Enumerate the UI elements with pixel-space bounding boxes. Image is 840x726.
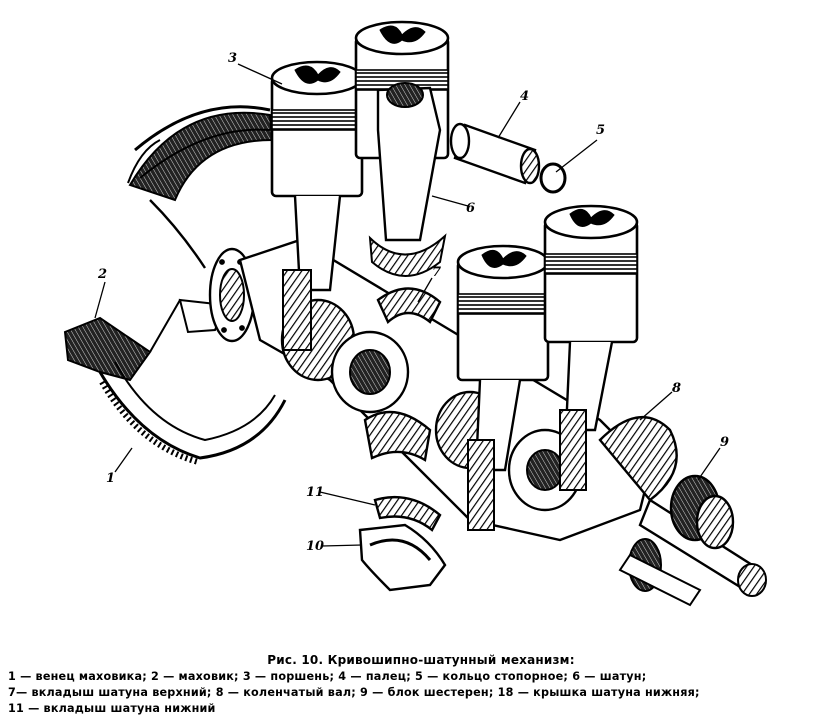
piston-upper-left <box>270 60 364 351</box>
legend-item: 1 — венец маховика; <box>8 670 147 683</box>
lock-ring <box>539 162 567 194</box>
callout-9: 9 <box>720 435 729 450</box>
callout-4: 4 <box>520 89 529 104</box>
legend-item: 5 — кольцо стопорное; <box>415 670 569 683</box>
callout-8: 8 <box>672 381 681 396</box>
piston-lower-right <box>543 204 639 491</box>
lower-bearing-shell <box>373 496 442 532</box>
caption-legend: 1 — венец маховика; 2 — маховик; 3 — пор… <box>8 669 834 717</box>
legend-item: 3 — поршень; <box>242 670 335 683</box>
callout-1: 1 <box>106 471 115 486</box>
legend-item: 18 — крышка шатуна нижняя; <box>497 686 700 699</box>
figure-caption: Рис. 10. Кривошипно-шатунный механизм: 1… <box>8 652 834 717</box>
piston-upper-right <box>354 20 450 277</box>
piston-lower-center <box>456 244 550 531</box>
callout-5: 5 <box>596 123 605 138</box>
legend-item: 4 — палец; <box>338 670 411 683</box>
lower-rod-cap <box>358 410 447 592</box>
legend-item: 9 — блок шестерен; <box>360 686 494 699</box>
legend-item: 2 — маховик; <box>150 670 239 683</box>
piston-pin <box>449 122 541 185</box>
gear-block <box>618 474 767 607</box>
leader-lines <box>94 63 721 547</box>
callout-10: 10 <box>306 539 324 554</box>
callout-11: 11 <box>306 485 324 500</box>
legend-item: 8 — коленчатый вал; <box>215 686 356 699</box>
callout-7: 7 <box>432 265 441 280</box>
caption-title: Рис. 10. Кривошипно-шатунный механизм: <box>267 653 575 667</box>
legend-item: 6 — шатун; <box>572 670 647 683</box>
crank-mechanism-illustration: 3 4 5 6 7 8 9 2 1 11 10 <box>63 20 767 607</box>
callout-3: 3 <box>228 51 237 66</box>
flywheel-ring-upper <box>127 105 274 269</box>
flywheel-ring-lower <box>63 298 287 465</box>
upper-bearing-shell <box>376 287 442 324</box>
legend-item: 11 — вкладыш шатуна нижний <box>8 702 216 715</box>
callout-2: 2 <box>97 267 107 282</box>
legend-item: 7— вкладыш шатуна верхний; <box>8 686 212 699</box>
callout-6: 6 <box>466 201 475 216</box>
